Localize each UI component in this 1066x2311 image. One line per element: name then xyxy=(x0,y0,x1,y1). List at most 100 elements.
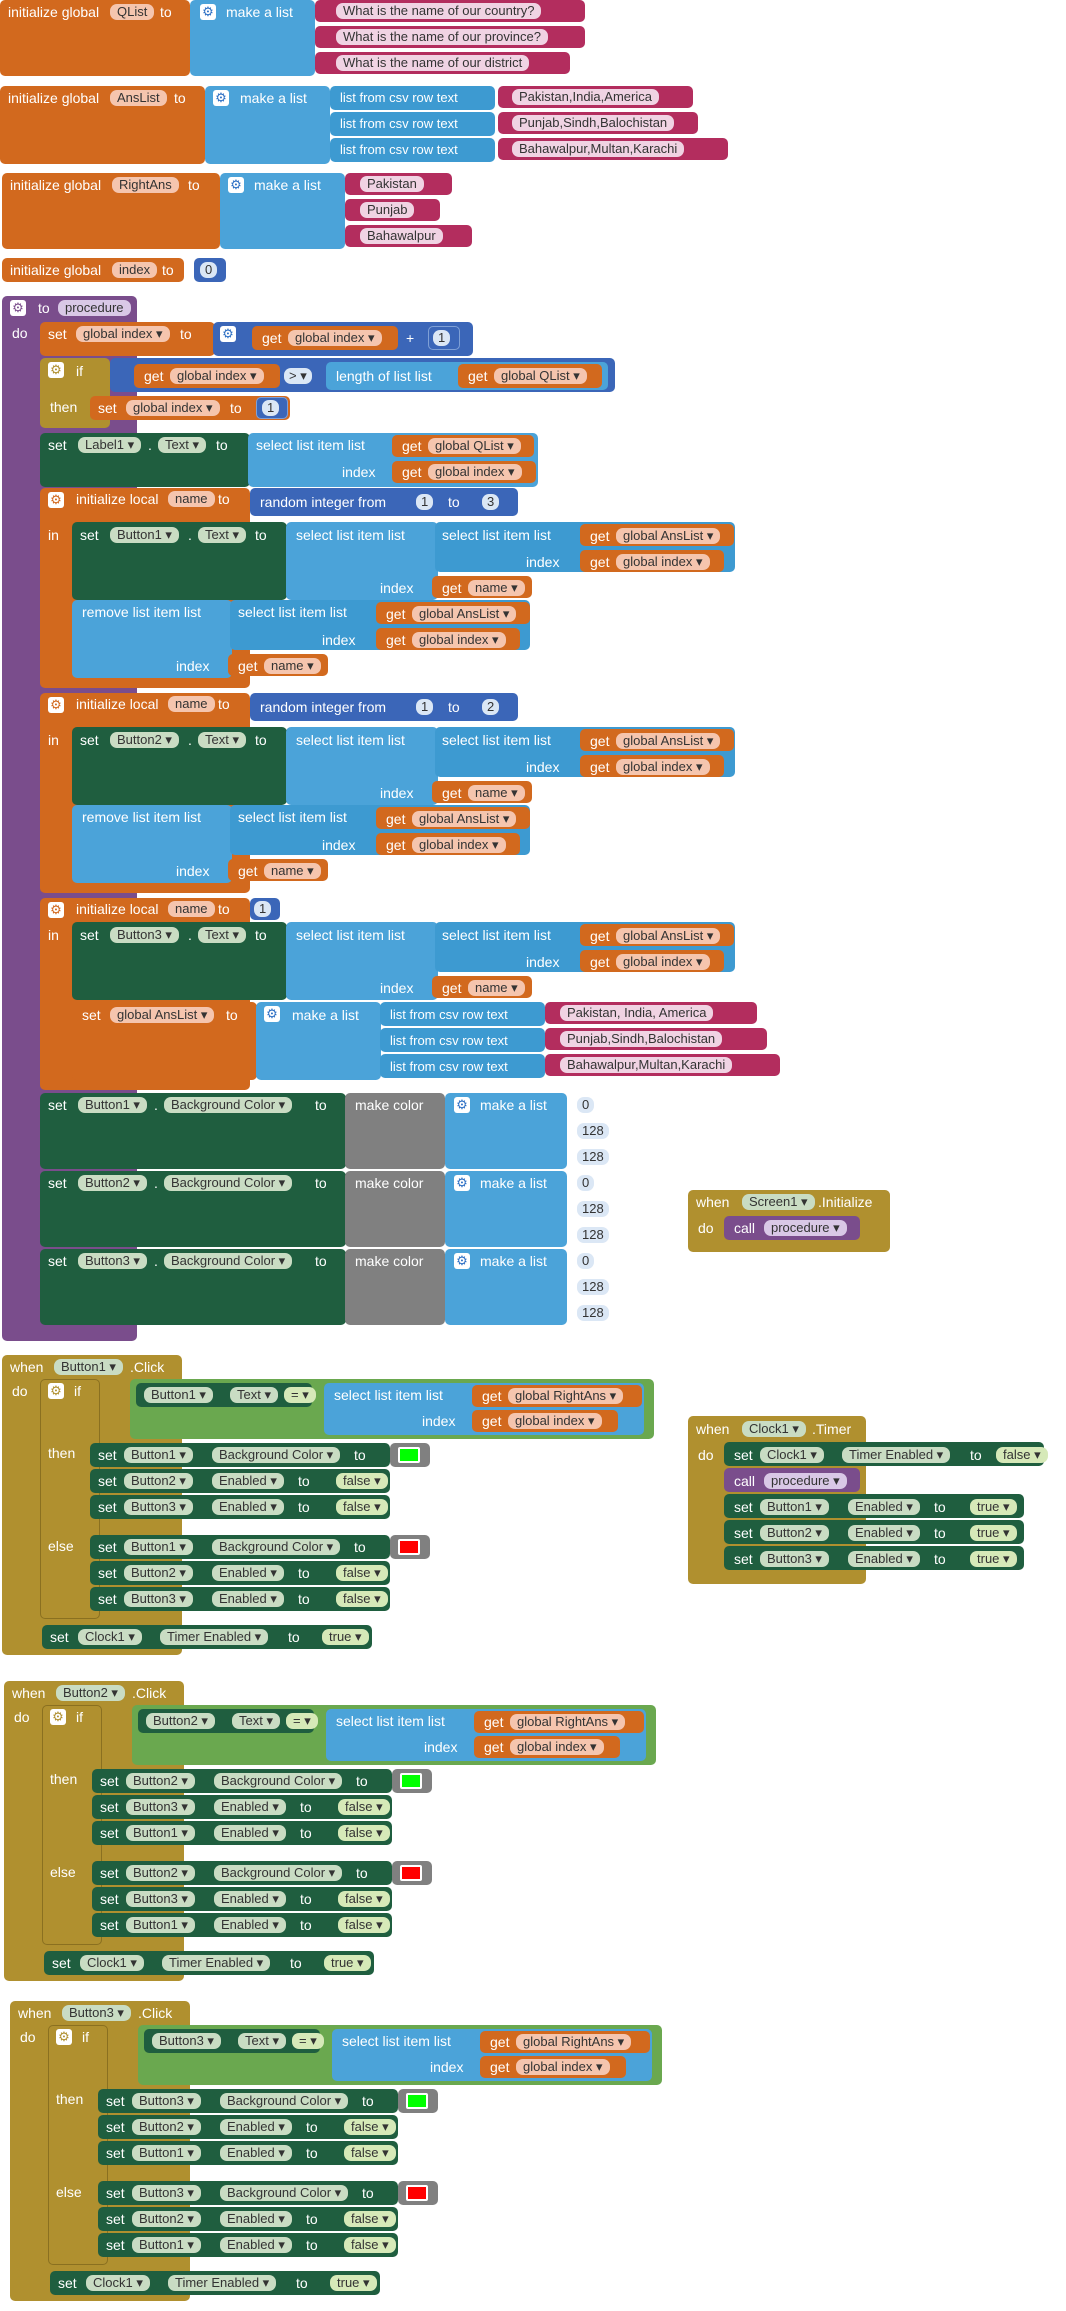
property-dropdown[interactable]: Background Color ▾ xyxy=(214,1773,343,1789)
text-value[interactable]: Punjab,Sindh,Balochistan xyxy=(560,1031,723,1047)
random-integer-block[interactable] xyxy=(250,488,518,516)
variable-dropdown[interactable]: global RightAns ▾ xyxy=(510,1714,626,1730)
variable-dropdown[interactable]: name ▾ xyxy=(264,658,321,674)
text-value[interactable]: Pakistan xyxy=(360,176,424,192)
local-name-field[interactable]: name xyxy=(168,901,215,917)
init-global-anslist-block[interactable] xyxy=(0,86,205,164)
component-dropdown[interactable]: Clock1 ▾ xyxy=(80,1955,144,1971)
boolean-dropdown[interactable]: true ▾ xyxy=(330,2275,377,2291)
variable-dropdown[interactable]: global index ▾ xyxy=(76,326,170,342)
component-dropdown[interactable]: Button3 ▾ xyxy=(760,1551,829,1567)
mutator-gear-icon[interactable]: ⚙ xyxy=(200,4,216,20)
boolean-dropdown[interactable]: true ▾ xyxy=(970,1499,1017,1515)
text-value[interactable]: Pakistan,India,America xyxy=(512,89,659,105)
property-dropdown[interactable]: Text ▾ xyxy=(232,1713,280,1729)
property-dropdown[interactable]: Background Color ▾ xyxy=(220,2093,349,2109)
variable-dropdown[interactable]: global AnsList ▾ xyxy=(110,1007,215,1023)
variable-dropdown[interactable]: name ▾ xyxy=(468,980,525,996)
component-dropdown[interactable]: Button1 ▾ xyxy=(124,1539,193,1555)
boolean-dropdown[interactable]: false ▾ xyxy=(336,1565,388,1581)
property-dropdown[interactable]: Text ▾ xyxy=(158,437,206,453)
number-value[interactable]: 3 xyxy=(482,494,500,510)
property-dropdown[interactable]: Background Color ▾ xyxy=(212,1447,341,1463)
mutator-gear-icon[interactable]: ⚙ xyxy=(48,697,64,713)
global-name-field[interactable]: QList xyxy=(110,4,155,20)
component-dropdown[interactable]: Button3 ▾ xyxy=(126,1799,195,1815)
csv-row-block[interactable] xyxy=(330,86,495,110)
variable-dropdown[interactable]: global index ▾ xyxy=(126,400,220,416)
set-button-text-block[interactable] xyxy=(72,522,287,600)
number-value[interactable]: 128 xyxy=(577,1227,609,1243)
property-dropdown[interactable]: Enabled ▾ xyxy=(848,1525,920,1541)
variable-dropdown[interactable]: global AnsList ▾ xyxy=(616,733,721,749)
property-dropdown[interactable]: Timer Enabled ▾ xyxy=(168,2275,277,2291)
boolean-dropdown[interactable]: true ▾ xyxy=(970,1525,1017,1541)
property-dropdown[interactable]: Enabled ▾ xyxy=(214,1917,286,1933)
remove-list-item-block[interactable] xyxy=(72,805,232,883)
boolean-dropdown[interactable]: true ▾ xyxy=(970,1551,1017,1567)
operator-dropdown[interactable]: = ▾ xyxy=(286,1713,318,1729)
text-value[interactable]: Bahawalpur,Multan,Karachi xyxy=(512,141,685,157)
variable-dropdown[interactable]: global index ▾ xyxy=(412,837,506,853)
mutator-gear-icon[interactable]: ⚙ xyxy=(213,90,229,106)
number-value[interactable]: 128 xyxy=(577,1305,609,1321)
mutator-gear-icon[interactable]: ⚙ xyxy=(48,492,64,508)
text-value[interactable]: Bahawalpur xyxy=(360,228,443,244)
variable-dropdown[interactable]: global index ▾ xyxy=(412,632,506,648)
mutator-gear-icon[interactable]: ⚙ xyxy=(264,1006,280,1022)
boolean-dropdown[interactable]: true ▾ xyxy=(322,1629,369,1645)
property-dropdown[interactable]: Background Color ▾ xyxy=(164,1097,293,1113)
component-dropdown[interactable]: Button2 ▾ xyxy=(126,1773,195,1789)
local-name-field[interactable]: name xyxy=(168,696,215,712)
remove-list-item-block[interactable] xyxy=(72,600,232,678)
component-dropdown[interactable]: Button1 ▾ xyxy=(78,1097,147,1113)
component-dropdown[interactable]: Button3 ▾ xyxy=(132,2093,201,2109)
number-value[interactable]: 1 xyxy=(262,400,280,416)
component-dropdown[interactable]: Button2 ▾ xyxy=(124,1565,193,1581)
variable-dropdown[interactable]: global index ▾ xyxy=(616,759,710,775)
variable-dropdown[interactable]: global index ▾ xyxy=(516,2059,610,2075)
component-dropdown[interactable]: Button2 ▾ xyxy=(56,1685,125,1701)
number-value[interactable]: 1 xyxy=(416,494,434,510)
variable-dropdown[interactable]: global RightAns ▾ xyxy=(508,1388,624,1404)
operator-dropdown[interactable]: > ▾ xyxy=(284,368,312,384)
color-swatch[interactable] xyxy=(406,2093,428,2109)
global-name-field[interactable]: AnsList xyxy=(110,90,167,106)
set-label-text-block[interactable] xyxy=(40,433,250,487)
property-dropdown[interactable]: Text ▾ xyxy=(198,527,246,543)
boolean-dropdown[interactable]: false ▾ xyxy=(338,1799,390,1815)
boolean-dropdown[interactable]: false ▾ xyxy=(338,1891,390,1907)
color-swatch[interactable] xyxy=(400,1773,422,1789)
variable-dropdown[interactable]: global index ▾ xyxy=(510,1739,604,1755)
mutator-gear-icon[interactable]: ⚙ xyxy=(50,1709,66,1725)
component-dropdown[interactable]: Button3 ▾ xyxy=(132,2185,201,2201)
mutator-gear-icon[interactable]: ⚙ xyxy=(48,362,64,378)
property-dropdown[interactable]: Enabled ▾ xyxy=(212,1591,284,1607)
variable-dropdown[interactable]: global index ▾ xyxy=(170,368,264,384)
boolean-dropdown[interactable]: false ▾ xyxy=(344,2145,396,2161)
property-dropdown[interactable]: Text ▾ xyxy=(230,1387,278,1403)
mutator-gear-icon[interactable]: ⚙ xyxy=(228,177,244,193)
text-value[interactable]: What is the name of our province? xyxy=(336,29,548,45)
global-name-field[interactable]: RightAns xyxy=(112,177,179,193)
component-dropdown[interactable]: Button1 ▾ xyxy=(126,1825,195,1841)
variable-dropdown[interactable]: global AnsList ▾ xyxy=(616,528,721,544)
color-swatch[interactable] xyxy=(400,1865,422,1881)
variable-dropdown[interactable]: global index ▾ xyxy=(616,554,710,570)
variable-dropdown[interactable]: global index ▾ xyxy=(508,1413,602,1429)
operator-dropdown[interactable]: = ▾ xyxy=(284,1387,316,1403)
mutator-gear-icon[interactable]: ⚙ xyxy=(454,1253,470,1269)
boolean-dropdown[interactable]: false ▾ xyxy=(336,1499,388,1515)
component-dropdown[interactable]: Clock1 ▾ xyxy=(86,2275,150,2291)
init-global-qlist-block[interactable] xyxy=(0,0,190,76)
mutator-gear-icon[interactable]: ⚙ xyxy=(220,326,236,342)
component-dropdown[interactable]: Button1 ▾ xyxy=(760,1499,829,1515)
boolean-dropdown[interactable]: false ▾ xyxy=(336,1591,388,1607)
property-dropdown[interactable]: Text ▾ xyxy=(198,927,246,943)
number-value[interactable]: 0 xyxy=(200,262,218,278)
component-dropdown[interactable]: Button1 ▾ xyxy=(126,1917,195,1933)
boolean-dropdown[interactable]: false ▾ xyxy=(336,1473,388,1489)
color-swatch[interactable] xyxy=(398,1539,420,1555)
property-dropdown[interactable]: Background Color ▾ xyxy=(212,1539,341,1555)
mutator-gear-icon[interactable]: ⚙ xyxy=(48,1383,64,1399)
